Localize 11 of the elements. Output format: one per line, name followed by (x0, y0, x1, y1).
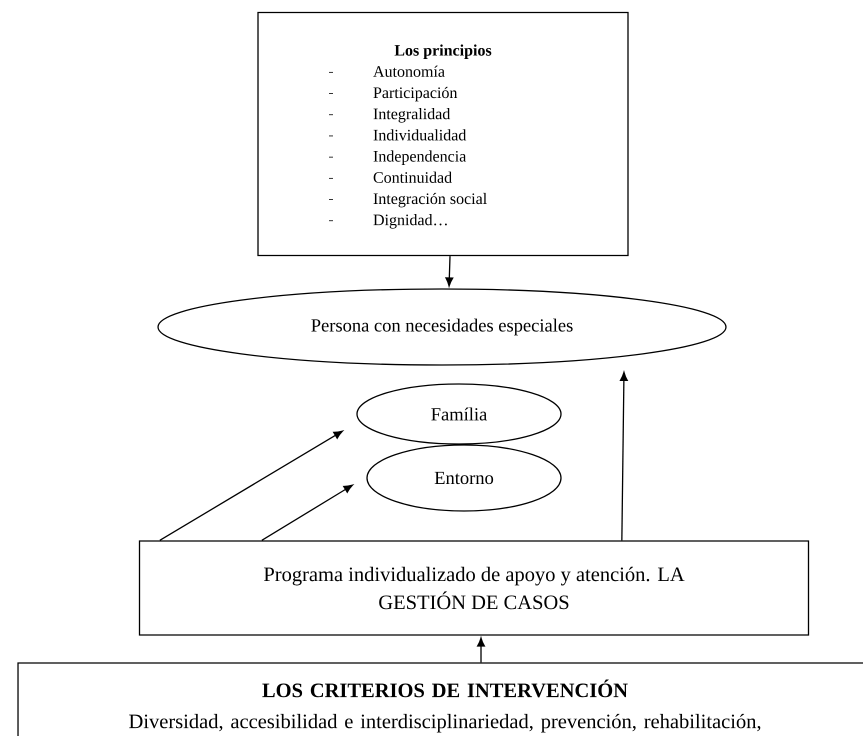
arrow (160, 430, 343, 541)
arrow (477, 637, 485, 662)
oval: Família (356, 383, 562, 445)
program-box: Programa individualizado de apoyo y atención. LA GESTIÓN DE CASOS (138, 540, 810, 636)
arrow (620, 372, 628, 540)
oval: Entorno (366, 444, 562, 512)
oval: Persona con necesidades especiales (157, 288, 727, 366)
arrow (262, 484, 353, 541)
arrow (445, 256, 454, 287)
criteria-box: LOS CRITERIOS DE INTERVENCIÓN Diversidad, accesibilidad e interdisciplinariedad, prevención, rehabilitación, (17, 662, 863, 736)
principles-box: Los principios Autonomía Participación Integralidad Individualidad Independencia Continuidad Integración social Dignidad… (257, 12, 629, 256)
